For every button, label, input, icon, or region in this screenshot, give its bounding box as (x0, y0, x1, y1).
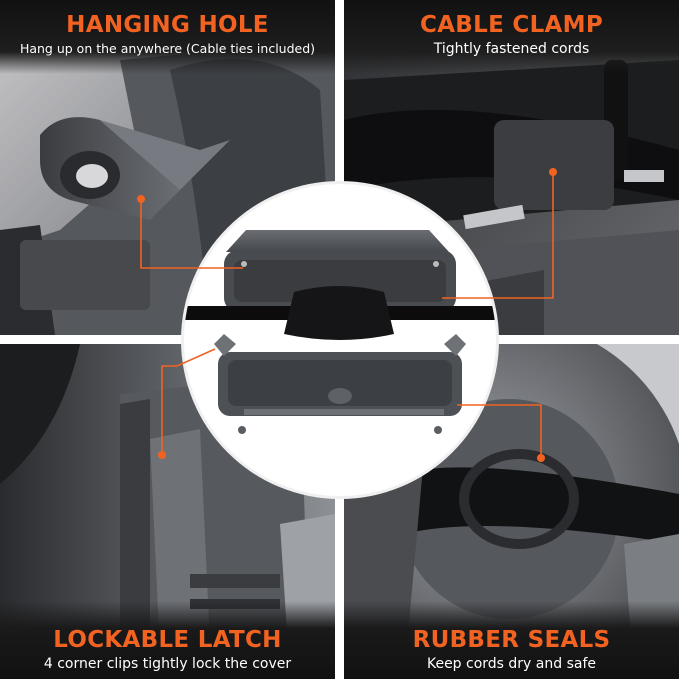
hanging-hole-header: HANGING HOLE Hang up on the anywhere (Ca… (0, 0, 335, 74)
cable-clamp-subtitle: Tightly fastened cords (433, 41, 590, 57)
lockable-latch-header: LOCKABLE LATCH 4 corner clips tightly lo… (0, 601, 335, 679)
junction-box-product (184, 230, 496, 434)
hanging-hole-title: HANGING HOLE (66, 12, 269, 38)
rubber-seals-header: RUBBER SEALS Keep cords dry and safe (344, 601, 679, 679)
rubber-seals-title: RUBBER SEALS (412, 627, 611, 653)
cable-clamp-header: CABLE CLAMP Tightly fastened cords (344, 0, 679, 74)
hanging-hole-subtitle: Hang up on the anywhere (Cable ties incl… (19, 41, 316, 56)
cable-clamp-title: CABLE CLAMP (420, 12, 603, 38)
rubber-seals-subtitle: Keep cords dry and safe (426, 656, 597, 672)
lockable-latch-subtitle: 4 corner clips tightly lock the cover (43, 656, 292, 672)
lockable-latch-title: LOCKABLE LATCH (53, 627, 282, 653)
panel-rubber-seals: RUBBER SEALS Keep cords dry and safe (344, 344, 679, 679)
product-image-circle (184, 184, 496, 496)
